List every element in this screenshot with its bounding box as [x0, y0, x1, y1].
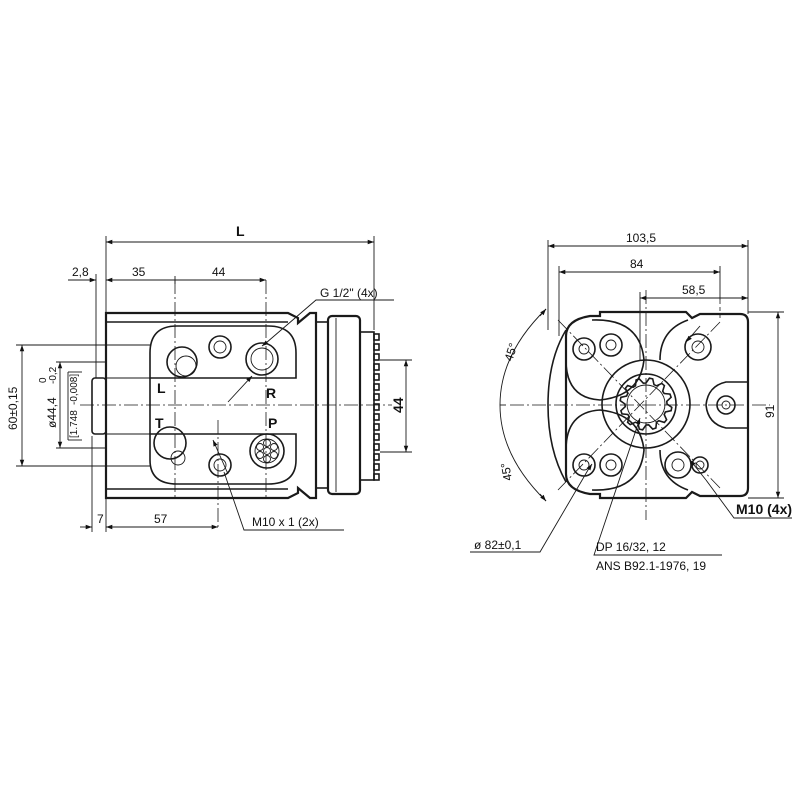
dim-84: 84 — [630, 257, 644, 271]
bolt-label: M10 x 1 (2x) — [252, 515, 319, 529]
bolt-hole-tr-inner — [599, 333, 623, 357]
dim-91: 91 — [763, 404, 777, 418]
shaft-stub — [91, 377, 107, 435]
dim-58-5: 58,5 — [682, 283, 706, 297]
dim-1748: [1.748 — [69, 410, 80, 438]
dim-7: 7 — [97, 512, 104, 526]
bolt-hole-top — [208, 335, 232, 359]
main-body — [104, 311, 318, 500]
dim-35: 35 — [132, 265, 146, 279]
dim-44-4: ø44,4 — [45, 397, 59, 428]
dim-44-right: 44 — [390, 397, 406, 413]
port-l — [166, 346, 198, 378]
port-boss — [149, 325, 297, 379]
angle-bottom: 45° — [498, 461, 515, 481]
thread-label: G 1/2" (4x) — [320, 286, 378, 300]
flange-outline — [547, 329, 567, 483]
bolt-hole-br — [664, 451, 692, 479]
dia-label: ø 82±0,1 — [474, 538, 522, 552]
bolt-hole-bl-inner — [599, 453, 623, 477]
port-p — [249, 433, 285, 469]
bolt-hole-tr — [684, 333, 712, 361]
port-r-label: R — [266, 385, 276, 401]
port-t-label: T — [155, 415, 164, 431]
side-boss — [705, 381, 748, 429]
dim-60: 60±0,15 — [6, 386, 20, 430]
bolt-hole-bottom — [208, 453, 232, 477]
angle-top: 45° — [502, 341, 521, 363]
front-bolt-label: M10 (4x) — [736, 501, 792, 517]
dim-44-4-tol-lower: -0,2 — [48, 366, 59, 384]
dim-103-5: 103,5 — [626, 231, 656, 245]
spline-teeth — [359, 331, 380, 481]
side-view: L R T P L 2,8 35 44 7 57 60±0,15 ø44,4 — [6, 223, 412, 532]
bolt-hole-tl — [572, 337, 596, 361]
port-t — [153, 426, 187, 466]
spline-line1: DP 16/32, 12 — [596, 540, 666, 554]
dim-2-8: 2,8 — [72, 265, 89, 279]
front-view: 45° 45° 103,5 84 58,5 91 M10 (4x) ø 82±0… — [470, 231, 792, 573]
dim-44-top: 44 — [212, 265, 226, 279]
dim-1748-tol: -0,008] — [69, 374, 80, 405]
dim-l: L — [236, 223, 245, 239]
port-p-label: P — [268, 415, 277, 431]
spline-line2: ANS B92.1-1976, 19 — [596, 559, 706, 573]
dim-57: 57 — [154, 512, 168, 526]
port-l-label: L — [157, 380, 166, 396]
port-r — [245, 342, 279, 376]
front-body — [564, 310, 750, 500]
dim-44-4-tol-upper: 0 — [38, 377, 49, 383]
